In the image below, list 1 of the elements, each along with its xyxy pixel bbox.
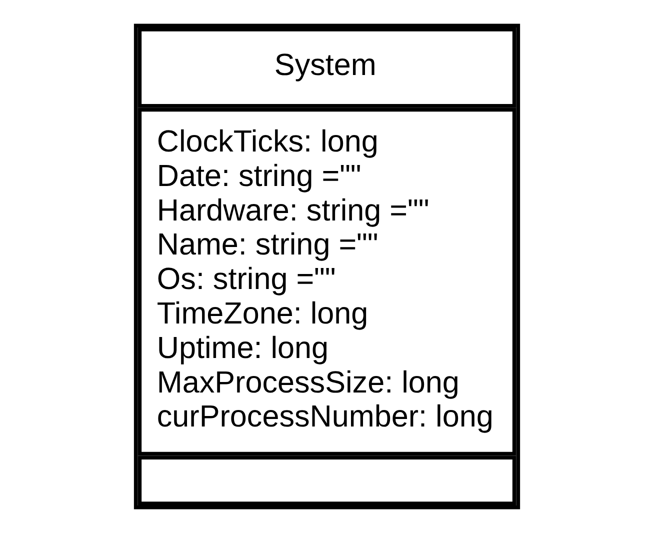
node-box: System ClockTicks: long Date: string ="" Hardware: string ="" Name: string ="" Os: string ="" TimeZone: long Uptime: long MaxProcessSize: long curProcessNumber: long xyxy=(134,24,520,510)
